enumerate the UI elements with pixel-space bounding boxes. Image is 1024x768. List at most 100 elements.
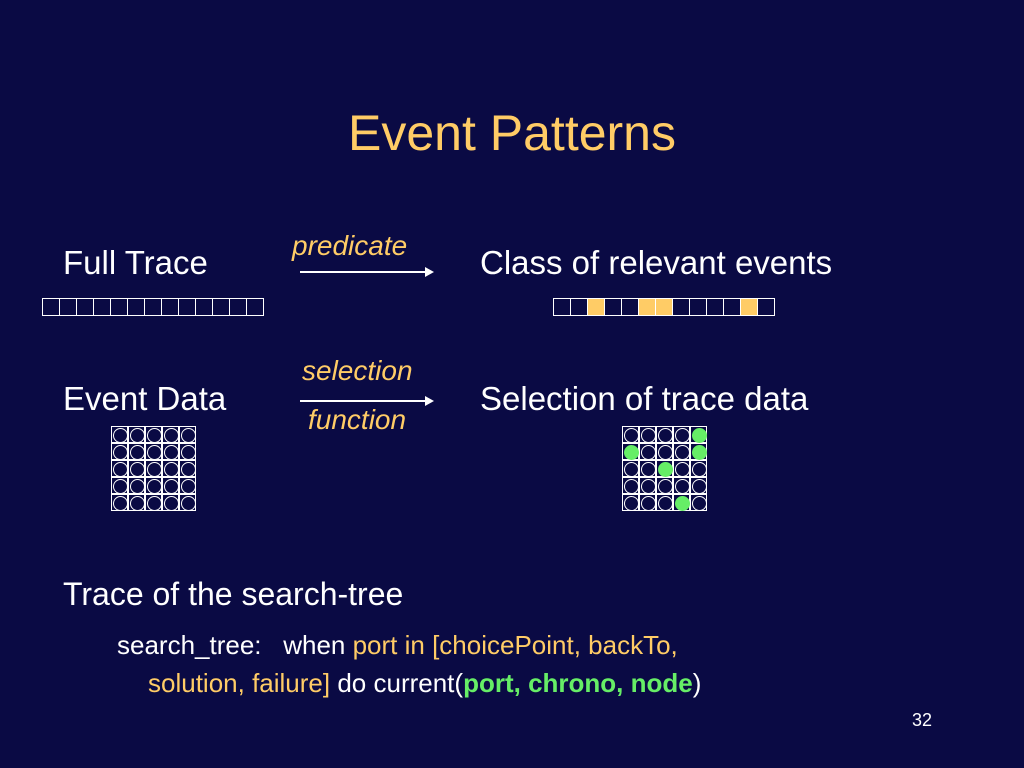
- grid-cell: [145, 460, 162, 477]
- predicate-label: predicate: [292, 230, 408, 261]
- grid-cell: [639, 460, 656, 477]
- grid-circle: [641, 496, 656, 511]
- grid-cell: [622, 426, 639, 443]
- grid-cell: [622, 494, 639, 511]
- grid-cell: [162, 460, 179, 477]
- search-tree-heading: Trace of the search-tree: [63, 576, 404, 612]
- grid-circle: [624, 445, 639, 460]
- grid-circle: [675, 479, 690, 494]
- strip-cell: [570, 298, 588, 316]
- grid-circle: [113, 445, 128, 460]
- grid-circle: [624, 428, 639, 443]
- grid-cell: [179, 494, 196, 511]
- grid-cell: [622, 477, 639, 494]
- strip-cell: [757, 298, 775, 316]
- predicate-arrow: [300, 267, 434, 277]
- grid-cell: [673, 443, 690, 460]
- grid-cell: [656, 494, 673, 511]
- strip-cell: [229, 298, 247, 316]
- grid-circle: [658, 462, 673, 477]
- grid-circle: [658, 479, 673, 494]
- grid-circle: [658, 445, 673, 460]
- code-port-list-cont: solution, failure]: [148, 668, 331, 698]
- grid-circle: [113, 496, 128, 511]
- grid-cell: [111, 477, 128, 494]
- strip-cell: [110, 298, 128, 316]
- grid-circle: [181, 428, 196, 443]
- grid-cell: [128, 477, 145, 494]
- grid-cell: [111, 460, 128, 477]
- relevant-events-label: Class of relevant events: [480, 244, 833, 281]
- grid-cell: [162, 443, 179, 460]
- grid-cell: [673, 460, 690, 477]
- grid-cell: [656, 426, 673, 443]
- grid-circle: [147, 496, 162, 511]
- grid-circle: [147, 479, 162, 494]
- grid-cell: [690, 494, 707, 511]
- strip-cell: [740, 298, 758, 316]
- code-when: when: [283, 630, 346, 660]
- grid-circle: [692, 445, 707, 460]
- grid-circle: [641, 445, 656, 460]
- grid-cell: [673, 477, 690, 494]
- grid-circle: [181, 479, 196, 494]
- grid-cell: [162, 477, 179, 494]
- grid-cell: [128, 460, 145, 477]
- grid-circle: [675, 462, 690, 477]
- grid-cell: [179, 460, 196, 477]
- selection-function-arrow: [300, 396, 434, 406]
- selection-label: selection: [302, 355, 413, 386]
- grid-cell: [639, 494, 656, 511]
- grid-cell: [639, 443, 656, 460]
- strip-cell: [689, 298, 707, 316]
- strip-cell: [723, 298, 741, 316]
- grid-cell: [179, 426, 196, 443]
- grid-circle: [113, 428, 128, 443]
- code-line-1: search_tree: when port in [choicePoint, …: [117, 630, 678, 661]
- grid-circle: [692, 428, 707, 443]
- grid-circle: [113, 462, 128, 477]
- grid-circle: [164, 445, 179, 460]
- code-port-list: port in [choicePoint, backTo,: [352, 630, 678, 660]
- selection-grid: [622, 426, 707, 511]
- grid-cell: [673, 494, 690, 511]
- grid-cell: [145, 477, 162, 494]
- full-trace-label: Full Trace: [63, 244, 208, 281]
- strip-cell: [178, 298, 196, 316]
- grid-circle: [692, 462, 707, 477]
- code-line-2: solution, failure] do current(port, chro…: [148, 668, 701, 699]
- grid-circle: [658, 428, 673, 443]
- grid-circle: [641, 462, 656, 477]
- full-trace-strip: [42, 298, 264, 316]
- grid-cell: [690, 426, 707, 443]
- grid-cell: [162, 426, 179, 443]
- grid-cell: [179, 443, 196, 460]
- grid-circle: [675, 496, 690, 511]
- grid-cell: [128, 494, 145, 511]
- grid-circle: [130, 445, 145, 460]
- grid-circle: [624, 462, 639, 477]
- strip-cell: [127, 298, 145, 316]
- strip-cell: [587, 298, 605, 316]
- grid-circle: [164, 462, 179, 477]
- grid-cell: [673, 426, 690, 443]
- grid-cell: [690, 477, 707, 494]
- grid-circle: [692, 496, 707, 511]
- grid-cell: [690, 460, 707, 477]
- grid-cell: [145, 443, 162, 460]
- grid-cell: [639, 477, 656, 494]
- selection-trace-data-label: Selection of trace data: [480, 380, 809, 417]
- grid-circle: [658, 496, 673, 511]
- strip-cell: [672, 298, 690, 316]
- grid-cell: [128, 426, 145, 443]
- event-data-label: Event Data: [63, 380, 227, 417]
- grid-cell: [622, 443, 639, 460]
- grid-circle: [675, 428, 690, 443]
- grid-cell: [128, 443, 145, 460]
- code-params: port, chrono, node: [463, 668, 693, 698]
- grid-circle: [641, 479, 656, 494]
- grid-cell: [656, 460, 673, 477]
- slide-title: Event Patterns: [348, 105, 676, 161]
- grid-circle: [181, 445, 196, 460]
- strip-cell: [93, 298, 111, 316]
